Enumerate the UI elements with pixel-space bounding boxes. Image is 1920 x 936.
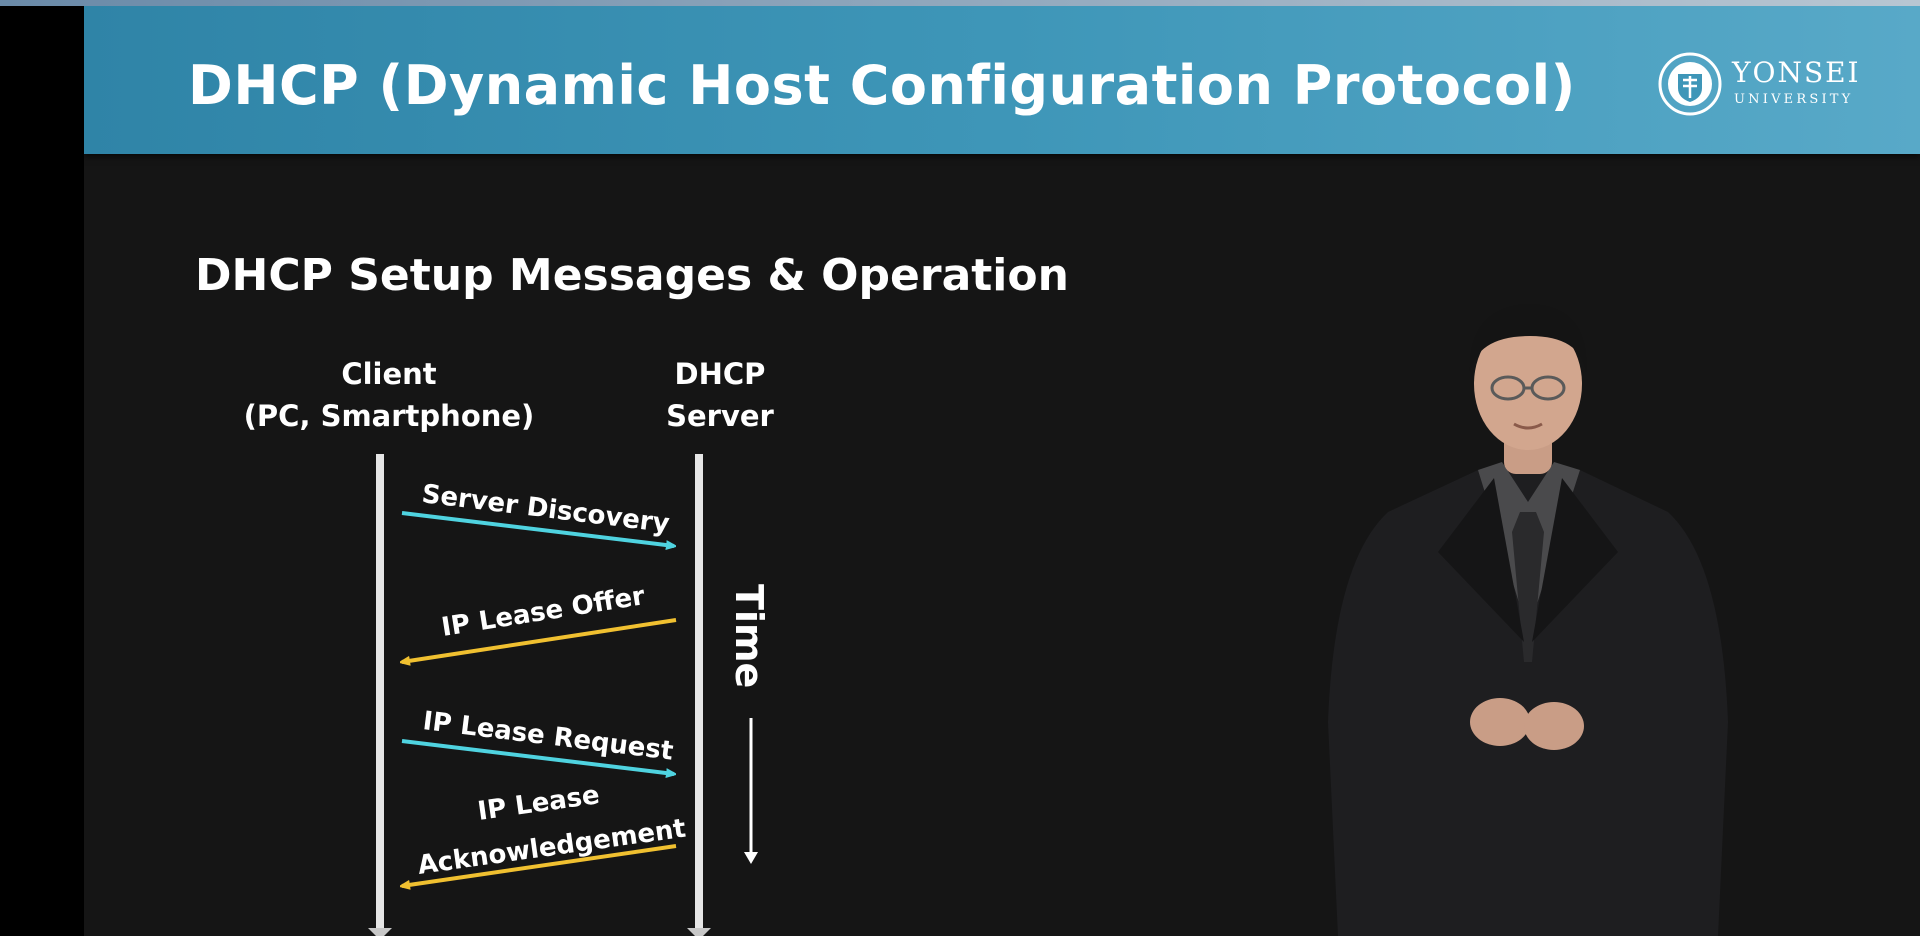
logo-subtext: UNIVERSITY (1734, 92, 1854, 107)
yonsei-seal-icon (1658, 52, 1722, 116)
ip-lease-request-arrow (401, 739, 674, 774)
ip-lease-ack-arrow (402, 844, 677, 886)
logo-wordmark: YONSEI (1732, 56, 1861, 89)
ip-lease-offer-arrow (402, 618, 677, 662)
ip-lease-ack-label-line2: Acknowledgement (416, 814, 688, 881)
slide-subtitle: DHCP Setup Messages & Operation (195, 250, 1069, 301)
time-arrow-head-icon (744, 852, 758, 864)
lecture-slide: DHCP (Dynamic Host Configuration Protoco… (84, 6, 1920, 936)
ip-lease-ack-label-line1: IP Lease (476, 780, 602, 827)
top-edge (0, 0, 1920, 6)
server-label-line2: Server (666, 399, 774, 433)
client-label-line2: (PC, Smartphone) (243, 399, 535, 433)
presenter-figure (1328, 304, 1728, 936)
client-label: Client (PC, Smartphone) (239, 353, 539, 437)
university-logo: YONSEI UNIVERSITY (1658, 52, 1878, 116)
server-label-line1: DHCP (674, 357, 766, 391)
server-label: DHCP Server (650, 353, 790, 437)
server-timeline-end-icon (687, 928, 711, 936)
server-discovery-arrow (401, 511, 674, 546)
slide-header: DHCP (Dynamic Host Configuration Protoco… (84, 6, 1920, 154)
slide-title: DHCP (Dynamic Host Configuration Protoco… (188, 54, 1576, 117)
client-timeline-end-icon (368, 928, 392, 936)
time-label: Time (727, 584, 771, 688)
ip-lease-offer-label: IP Lease Offer (439, 581, 647, 643)
dhcp-sequence-diagram: Server Discovery IP Lease Offer IP Lease… (368, 454, 771, 936)
client-label-line1: Client (341, 357, 437, 391)
